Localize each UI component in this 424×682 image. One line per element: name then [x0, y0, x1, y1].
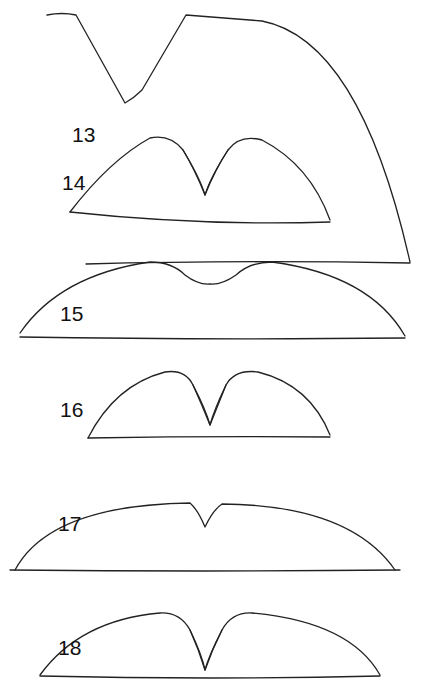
figure-number: 17 — [58, 513, 81, 534]
outline-15 — [20, 262, 405, 339]
outline-16 — [88, 372, 330, 438]
outline-18 — [40, 613, 380, 678]
figure-number: 13 — [72, 124, 95, 145]
outline-17 — [10, 503, 400, 571]
figure-number: 15 — [60, 303, 83, 324]
figure-number: 18 — [58, 637, 81, 658]
figure-number: 16 — [60, 399, 83, 420]
outline-14 — [70, 137, 330, 223]
outline-13 — [47, 14, 410, 265]
figure-number: 14 — [62, 172, 85, 193]
